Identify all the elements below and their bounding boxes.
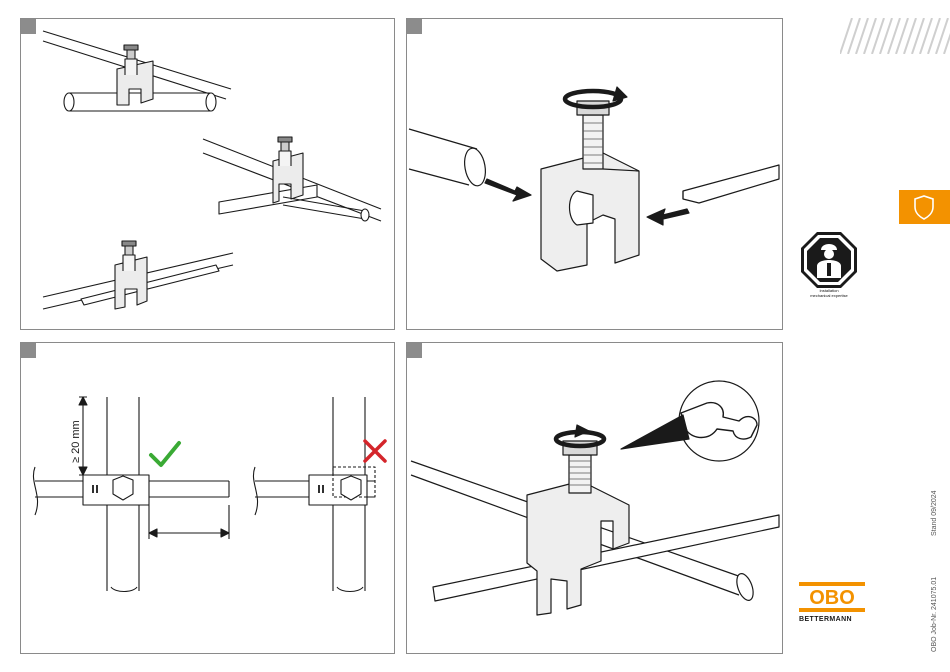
tightening-drawing: [407, 343, 784, 655]
shield-tab[interactable]: [899, 190, 950, 224]
positioning-drawing: ≥ 20 mm: [21, 343, 396, 655]
installation-pictogram: Installation mechanical expertise: [797, 230, 861, 310]
obo-logo-mark: OBO: [797, 580, 867, 616]
panel-3-positioning: ≥ 20 mm: [20, 342, 395, 654]
stand-date-text: Stand 09/2024: [931, 490, 938, 536]
decorative-stripes: [840, 18, 950, 54]
pictogram-caption: Installation mechanical expertise: [797, 288, 861, 298]
logo-text: OBO: [809, 587, 855, 609]
panel-2-insert-conductors: [406, 18, 783, 330]
dimension-label: ≥ 20 mm: [70, 420, 82, 463]
insert-conductors-drawing: [407, 19, 784, 331]
obo-logo: OBO BETTERMANN: [797, 580, 867, 624]
job-number-text: OBO Job-Nr. 241075.01: [931, 577, 938, 652]
panel-4-tightening: [406, 342, 783, 654]
pictogram-caption-line2: mechanical expertise: [797, 293, 861, 298]
installer-icon: [797, 230, 861, 288]
logo-subtitle: BETTERMANN: [799, 616, 852, 623]
clamp-variants-drawing: [21, 19, 396, 331]
shield-icon: [899, 190, 950, 224]
panel-1-clamp-variants: [20, 18, 395, 330]
